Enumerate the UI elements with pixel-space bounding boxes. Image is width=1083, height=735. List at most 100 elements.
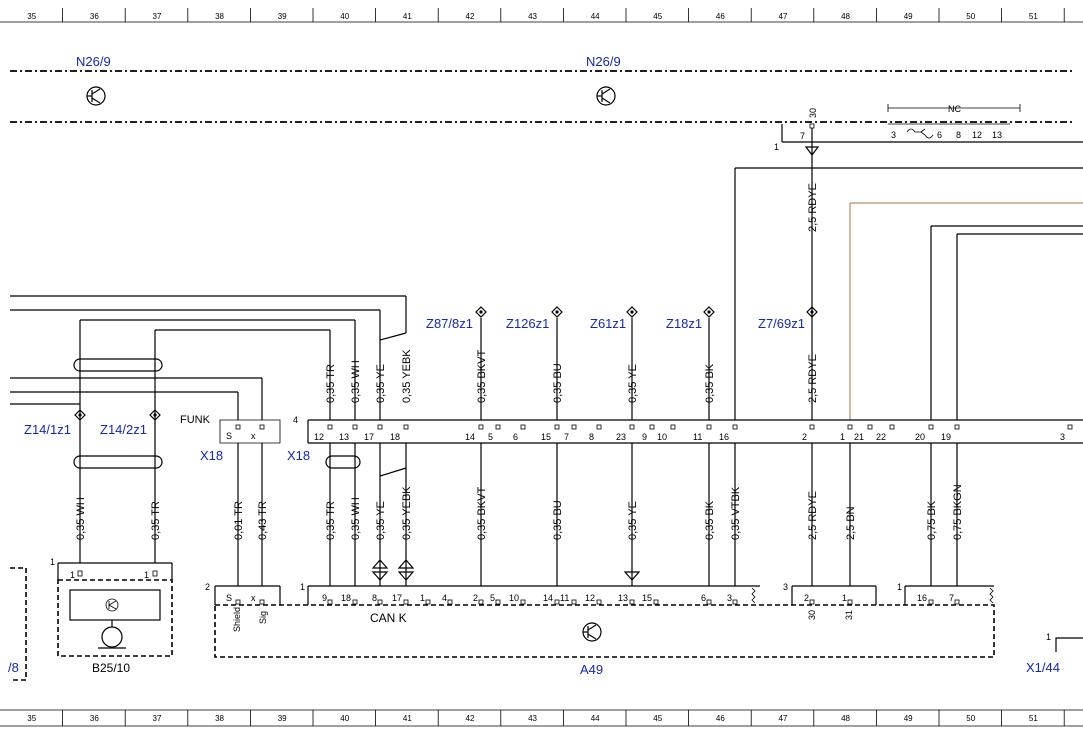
pin-label: 2 [205,582,210,592]
grid-number: 36 [90,12,99,21]
shield-label: Shield [232,607,242,632]
grid-number: 49 [904,714,913,723]
pin-socket [1067,424,1073,430]
pin-socket [809,424,815,430]
pin-label: 13 [618,593,628,603]
pin-label: 18 [390,432,400,442]
top-right-connector: NC 3 6 8 12 13 [887,104,1021,140]
pin-label: 7 [564,432,569,442]
pin-label: 4 [442,593,447,603]
pin-socket [403,599,409,605]
pin-socket [706,599,712,605]
wire-label: 0,35 WH [75,497,87,540]
wire-label: 2,5 RDYE [807,491,819,540]
pin-socket [259,599,265,605]
pin-socket [352,424,358,430]
pin-label: 20 [915,432,925,442]
grid-number: 42 [466,12,475,21]
splice-icon [475,306,487,318]
x18-left-label: X18 [200,448,223,463]
pin-label: S [226,593,232,603]
grid-number: 39 [278,714,287,723]
wire-label: 0,35 YE [375,364,387,403]
grid-number: 44 [591,714,600,723]
z126z1-label: Z126z1 [506,316,549,331]
pin-label: 19 [941,432,951,442]
wire-label: 0,35 BU [552,363,564,403]
pin-socket [377,424,383,430]
pin-label: 12 [972,130,982,140]
wire-label: 0,35 WH [350,360,362,403]
pin-socket [495,424,501,430]
grid-number: 35 [27,714,36,723]
grid-number: 35 [27,12,36,21]
transistor-icon [582,622,602,642]
arrow-down-icon [397,571,415,581]
pin-socket [447,599,453,605]
pin-label: 1 [300,582,305,592]
pin-label: 3 [783,582,788,592]
z61z1-label: Z61z1 [590,316,626,331]
pin-socket [554,599,560,605]
pin-label: 18 [341,593,351,603]
pin-socket [152,570,158,577]
pin-socket [478,424,484,430]
pin-label: 8 [956,130,961,140]
pin-socket [259,424,265,430]
splice-icon [551,306,563,318]
arrow-up-icon [397,559,415,569]
pin-label: 5 [488,432,493,442]
wire-label: 0,35 BKVT [476,487,488,540]
grid-number: 36 [90,714,99,723]
pin-label: 8 [589,432,594,442]
pin-socket [571,599,577,605]
x18-right-label: X18 [287,448,310,463]
funk-label: FUNK [180,414,211,426]
wire-label: 0,35 VTBK [730,486,742,540]
pin-label: 3 [1060,432,1065,442]
pin-socket [327,599,333,605]
grid-number: 45 [653,714,662,723]
grid-number: 41 [403,714,412,723]
transistor-icon [86,86,106,106]
pin-socket [520,424,526,430]
pin-label: 13 [339,432,349,442]
pin-socket [495,599,501,605]
grid-number: 41 [403,12,412,21]
pin-socket [649,424,655,430]
pin-label: 2 [473,593,478,603]
pin-socket [629,599,635,605]
pin-socket [928,599,934,605]
wire-label: 0,35 YE [627,364,639,403]
wire-label: 0,35 TR [325,364,337,403]
grid-number: 47 [779,714,788,723]
pin-socket [670,424,676,430]
grid-number: 49 [904,12,913,21]
wire-label: 2,5 RDYE [807,354,819,403]
pin-socket [867,424,873,430]
pin-label: 22 [876,432,886,442]
grid-number: 48 [841,714,850,723]
wire-label: 0,35 YE [375,501,387,540]
pin-label: 3 [727,593,732,603]
grid-number: 38 [215,714,224,723]
pin-label: 4 [293,415,298,425]
can-k-label: CAN K [370,611,407,625]
splice-icon [703,306,715,318]
pin-socket [706,424,712,430]
arrow-down-icon [371,571,389,581]
edge-component-label: /8 [8,660,19,675]
wire-label: 0,35 YEBK [401,349,413,403]
pin-label: 6 [701,593,706,603]
pin-label: 2 [804,593,809,603]
grid-number: 50 [966,714,975,723]
b25-10-component: 1 1 1 [50,557,173,657]
pin-label: x [251,431,256,441]
pin-label: 1 [144,570,149,580]
wire-label: 2,5 BN [845,506,857,540]
pin-label: 1 [420,593,425,603]
pin-label: 17 [392,593,402,603]
pin-socket [596,424,602,430]
